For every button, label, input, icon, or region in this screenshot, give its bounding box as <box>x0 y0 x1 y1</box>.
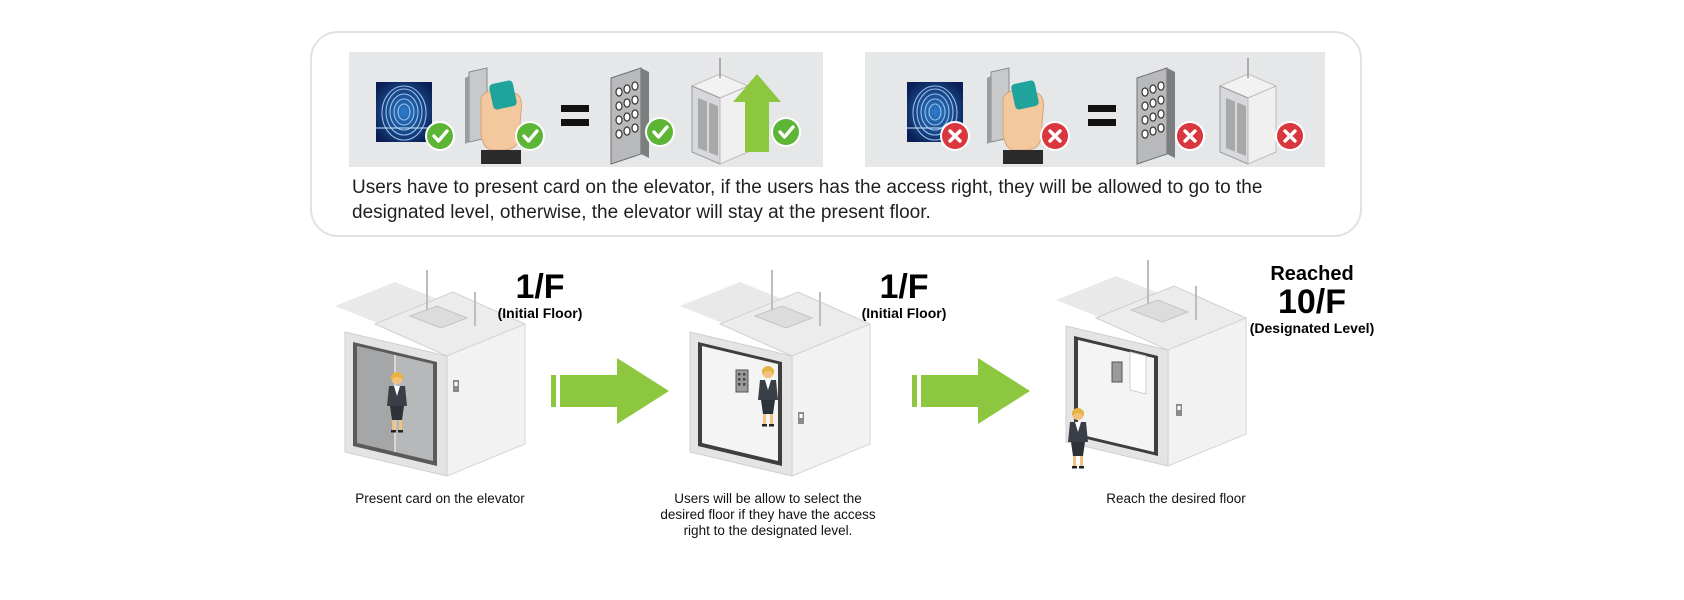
arrow-right-icon <box>912 358 1030 424</box>
check-icon <box>423 119 457 153</box>
elevator-scene-closed <box>335 270 527 477</box>
floor-label-step3: Reached 10/F (Designated Level) <box>1240 263 1384 337</box>
access-denied-panel <box>865 52 1325 167</box>
elevator-icon <box>691 57 749 165</box>
check-icon <box>769 115 803 149</box>
check-icon <box>643 115 677 149</box>
cross-icon <box>938 119 972 153</box>
reached-label: Reached <box>1270 263 1354 285</box>
keypad-icon <box>1136 67 1176 165</box>
fingerprint-icon <box>375 81 433 143</box>
cross-icon <box>1038 119 1072 153</box>
floor-label-step1: 1/F (Initial Floor) <box>490 270 590 322</box>
floor-note: (Designated Level) <box>1249 320 1375 336</box>
step-caption: Users will be allow to select the desire… <box>660 491 876 538</box>
equals-icon <box>561 105 589 126</box>
floor-note: (Initial Floor) <box>861 305 947 321</box>
check-icon <box>513 119 547 153</box>
floor-number: 1/F <box>879 268 929 306</box>
cross-icon <box>1273 119 1307 153</box>
equals-icon <box>1088 105 1116 126</box>
arrow-up-icon <box>733 74 781 152</box>
elevator-icon <box>1219 57 1277 165</box>
step-caption: Present card on the elevator <box>355 491 525 506</box>
keypad-icon <box>610 67 650 165</box>
access-granted-panel <box>349 52 823 167</box>
cross-icon <box>1173 119 1207 153</box>
access-description: Users have to present card on the elevat… <box>352 177 1263 223</box>
floor-note: (Initial Floor) <box>497 305 583 321</box>
elevator-scene-inside <box>680 270 872 477</box>
access-info-box <box>310 31 1362 237</box>
floor-number: 10/F <box>1277 283 1347 321</box>
floor-number: 1/F <box>515 268 565 306</box>
card-reader-icon <box>464 67 522 165</box>
elevator-scene-arrived <box>1056 260 1248 469</box>
floor-label-step2: 1/F (Initial Floor) <box>854 270 954 322</box>
arrow-right-icon <box>551 358 669 424</box>
card-reader-icon <box>986 67 1044 165</box>
step-caption: Reach the desired floor <box>1106 491 1246 506</box>
